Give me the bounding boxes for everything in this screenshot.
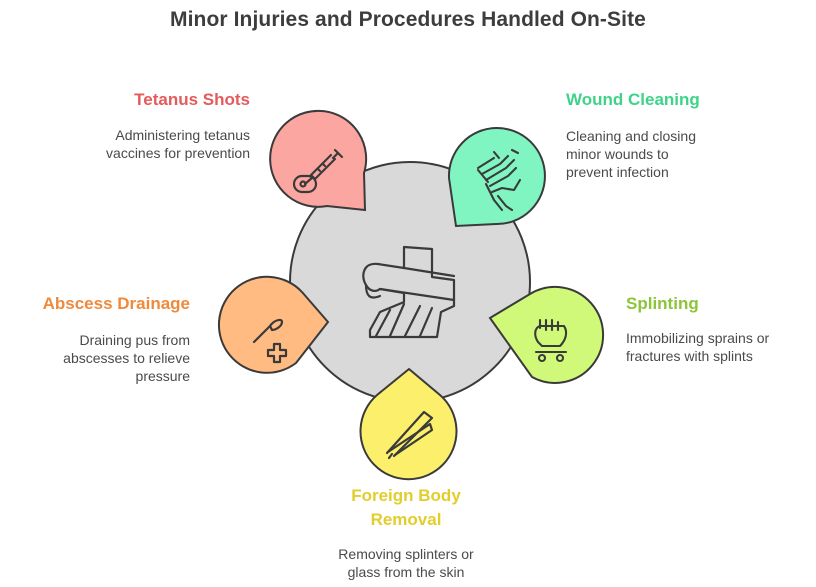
title-line: Removal: [370, 510, 442, 529]
abscess-drainage-pin: [217, 275, 330, 374]
splint-hand-icon: [534, 318, 568, 363]
desc-line: Draining pus from: [79, 332, 191, 348]
tetanus-shots-title: Tetanus Shots: [134, 90, 250, 109]
desc-line: vaccines for prevention: [106, 145, 250, 161]
desc-line: pressure: [135, 368, 190, 384]
splinting-description: Immobilizing sprains or fractures with s…: [626, 329, 806, 365]
title-line: Foreign Body: [351, 486, 461, 505]
desc-line: Removing splinters or: [338, 546, 474, 562]
foreign-body-removal-title: Foreign Body Removal: [306, 484, 506, 532]
needle-plus-icon: [252, 318, 288, 364]
tweezers-icon: [385, 410, 434, 460]
abscess-drainage-title: Abscess Drainage: [42, 294, 190, 313]
wound-cleaning-pin: [447, 127, 546, 228]
tetanus-shots-description: Administering tetanus vaccines for preve…: [60, 126, 250, 162]
foreign-body-removal-pin: [359, 367, 458, 481]
desc-line: minor wounds to: [566, 146, 669, 162]
desc-line: Cleaning and closing: [566, 128, 696, 144]
splint-bandage-icon: [362, 245, 456, 339]
page-title: Minor Injuries and Procedures Handled On…: [170, 8, 646, 31]
abscess-drainage-description: Draining pus from abscesses to relieve p…: [10, 331, 190, 385]
wound-cleaning-title: Wound Cleaning: [566, 90, 700, 109]
desc-line: abscesses to relieve: [63, 350, 190, 366]
desc-line: fractures with splints: [626, 348, 753, 364]
washing-hands-icon: [476, 148, 522, 212]
desc-line: prevent infection: [566, 164, 669, 180]
tetanus-shots-pin: [269, 109, 368, 212]
desc-line: glass from the skin: [347, 564, 465, 580]
foreign-body-removal-description: Removing splinters or glass from the ski…: [296, 545, 516, 581]
wound-cleaning-description: Cleaning and closing minor wounds to pre…: [566, 127, 766, 181]
splinting-title: Splinting: [626, 294, 699, 313]
desc-line: Administering tetanus: [115, 127, 250, 143]
syringe-icon: [292, 148, 344, 194]
splinting-pin: [488, 285, 605, 384]
desc-line: Immobilizing sprains or: [626, 330, 770, 346]
